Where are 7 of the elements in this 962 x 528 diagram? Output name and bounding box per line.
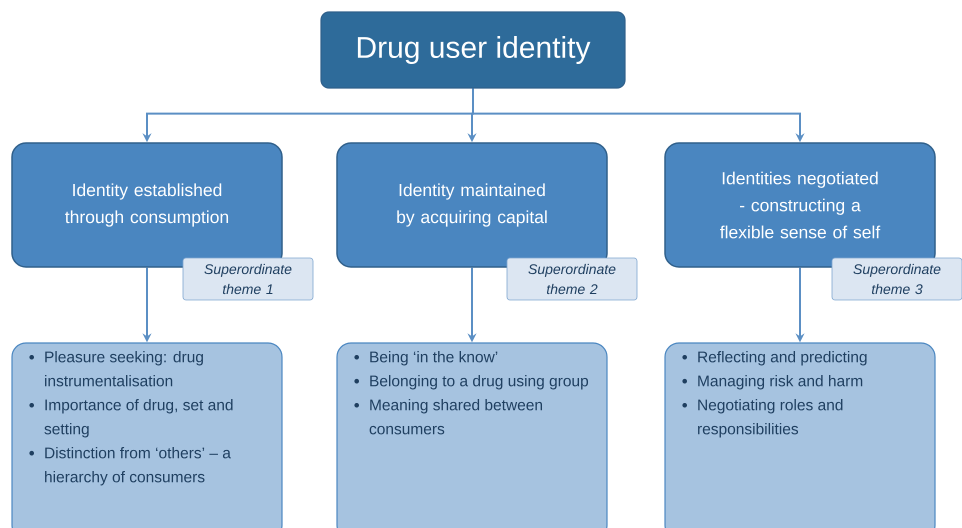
theme-tag: Superordinate theme 3 xyxy=(832,258,962,300)
subtheme-box: Being ‘in the know’ Belonging to a drug using group Meaning shared between consumers xyxy=(336,342,608,528)
theme-tag: Superordinate theme 1 xyxy=(182,258,314,300)
subtheme-box: Pleasure seeking: drug instrumentalisation Importance of drug, set and setting Distinction from ‘others’ – a hierarchy of consumers xyxy=(11,342,283,528)
subtheme-box: Reflecting and predicting Managing risk and harm Negotiating roles and responsibilities xyxy=(664,342,936,528)
theme-tag: Superordinate theme 2 xyxy=(506,258,638,300)
title-box: Drug user identity xyxy=(320,11,626,89)
